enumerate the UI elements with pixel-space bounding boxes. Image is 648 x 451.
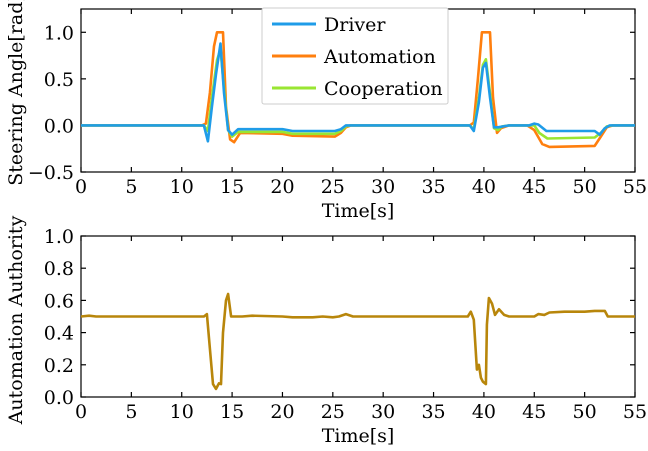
authority-y-tick-label: 0.2	[44, 355, 74, 377]
authority-y-tick-label: 0.8	[44, 258, 74, 280]
authority-x-tick-label: 0	[75, 401, 87, 423]
authority-y-tick-label: 0.6	[44, 290, 74, 312]
steering-y-axis-label: Steering Angle[rad]	[5, 0, 27, 186]
steering-y-tick-label: 1.0	[44, 22, 74, 44]
legend-label-cooperation: Cooperation	[324, 78, 443, 100]
legend-label-driver: Driver	[324, 14, 386, 36]
steering-y-tick-label: −0.5	[28, 162, 74, 184]
steering-x-tick-label: 0	[75, 176, 87, 198]
authority-x-tick-label: 45	[522, 401, 546, 423]
authority-x-axis-label: Time[s]	[322, 425, 395, 447]
authority-y-ticks: 0.0 0.2 0.4 0.6 0.8 1.0	[44, 226, 635, 409]
steering-x-ticks: 0 5 10 15 20 25 30 35 40 45 50 55	[75, 9, 647, 198]
legend-label-automation: Automation	[323, 46, 436, 68]
authority-x-tick-label: 40	[472, 401, 496, 423]
authority-x-tick-label: 25	[321, 401, 345, 423]
authority-y-tick-label: 1.0	[44, 226, 74, 248]
authority-x-tick-label: 35	[421, 401, 445, 423]
steering-x-axis-label: Time[s]	[322, 200, 395, 222]
steering-x-tick-label: 10	[170, 176, 194, 198]
steering-y-tick-label: 0.0	[44, 115, 74, 137]
authority-x-tick-label: 10	[170, 401, 194, 423]
steering-y-ticks: −0.5 0.0 0.5 1.0	[28, 22, 635, 184]
authority-y-axis-label: Automation Authority	[5, 215, 27, 425]
steering-x-tick-label: 40	[472, 176, 496, 198]
steering-x-tick-label: 5	[125, 176, 137, 198]
authority-x-tick-label: 30	[371, 401, 395, 423]
steering-y-tick-label: 0.5	[44, 69, 74, 91]
authority-x-tick-label: 15	[220, 401, 244, 423]
automation-authority-subplot: 0 5 10 15 20 25 30 35 40 45 50 55 0.0 0.2 0.4 0.6 0.8 1.…	[5, 215, 647, 447]
authority-x-tick-label: 20	[270, 401, 294, 423]
steering-x-tick-label: 30	[371, 176, 395, 198]
steering-x-tick-label: 25	[321, 176, 345, 198]
steering-x-tick-label: 35	[421, 176, 445, 198]
series-line-authority	[80, 292, 635, 391]
authority-x-tick-label: 55	[623, 401, 647, 423]
authority-y-tick-label: 0.4	[44, 323, 74, 345]
steering-x-tick-label: 45	[522, 176, 546, 198]
authority-x-tick-label: 50	[573, 401, 597, 423]
legend-box	[261, 7, 449, 105]
series-line-driver	[81, 42, 635, 143]
authority-y-tick-label: 0.0	[44, 387, 74, 409]
authority-x-ticks: 0 5 10 15 20 25 30 35 40 45 50 55	[75, 236, 647, 423]
steering-x-tick-label: 50	[573, 176, 597, 198]
steering-angle-subplot: 0 5 10 15 20 25 30 35 40 45 50 55 −0.5 0.0 0.5 1.0 Tim…	[5, 0, 647, 222]
steering-series-layer	[81, 30, 635, 149]
steering-x-tick-label: 55	[623, 176, 647, 198]
steering-x-tick-label: 20	[270, 176, 294, 198]
steering-x-tick-label: 15	[220, 176, 244, 198]
legend: Driver Automation Cooperation	[261, 7, 449, 105]
authority-series-layer	[80, 292, 635, 391]
authority-x-tick-label: 5	[125, 401, 137, 423]
